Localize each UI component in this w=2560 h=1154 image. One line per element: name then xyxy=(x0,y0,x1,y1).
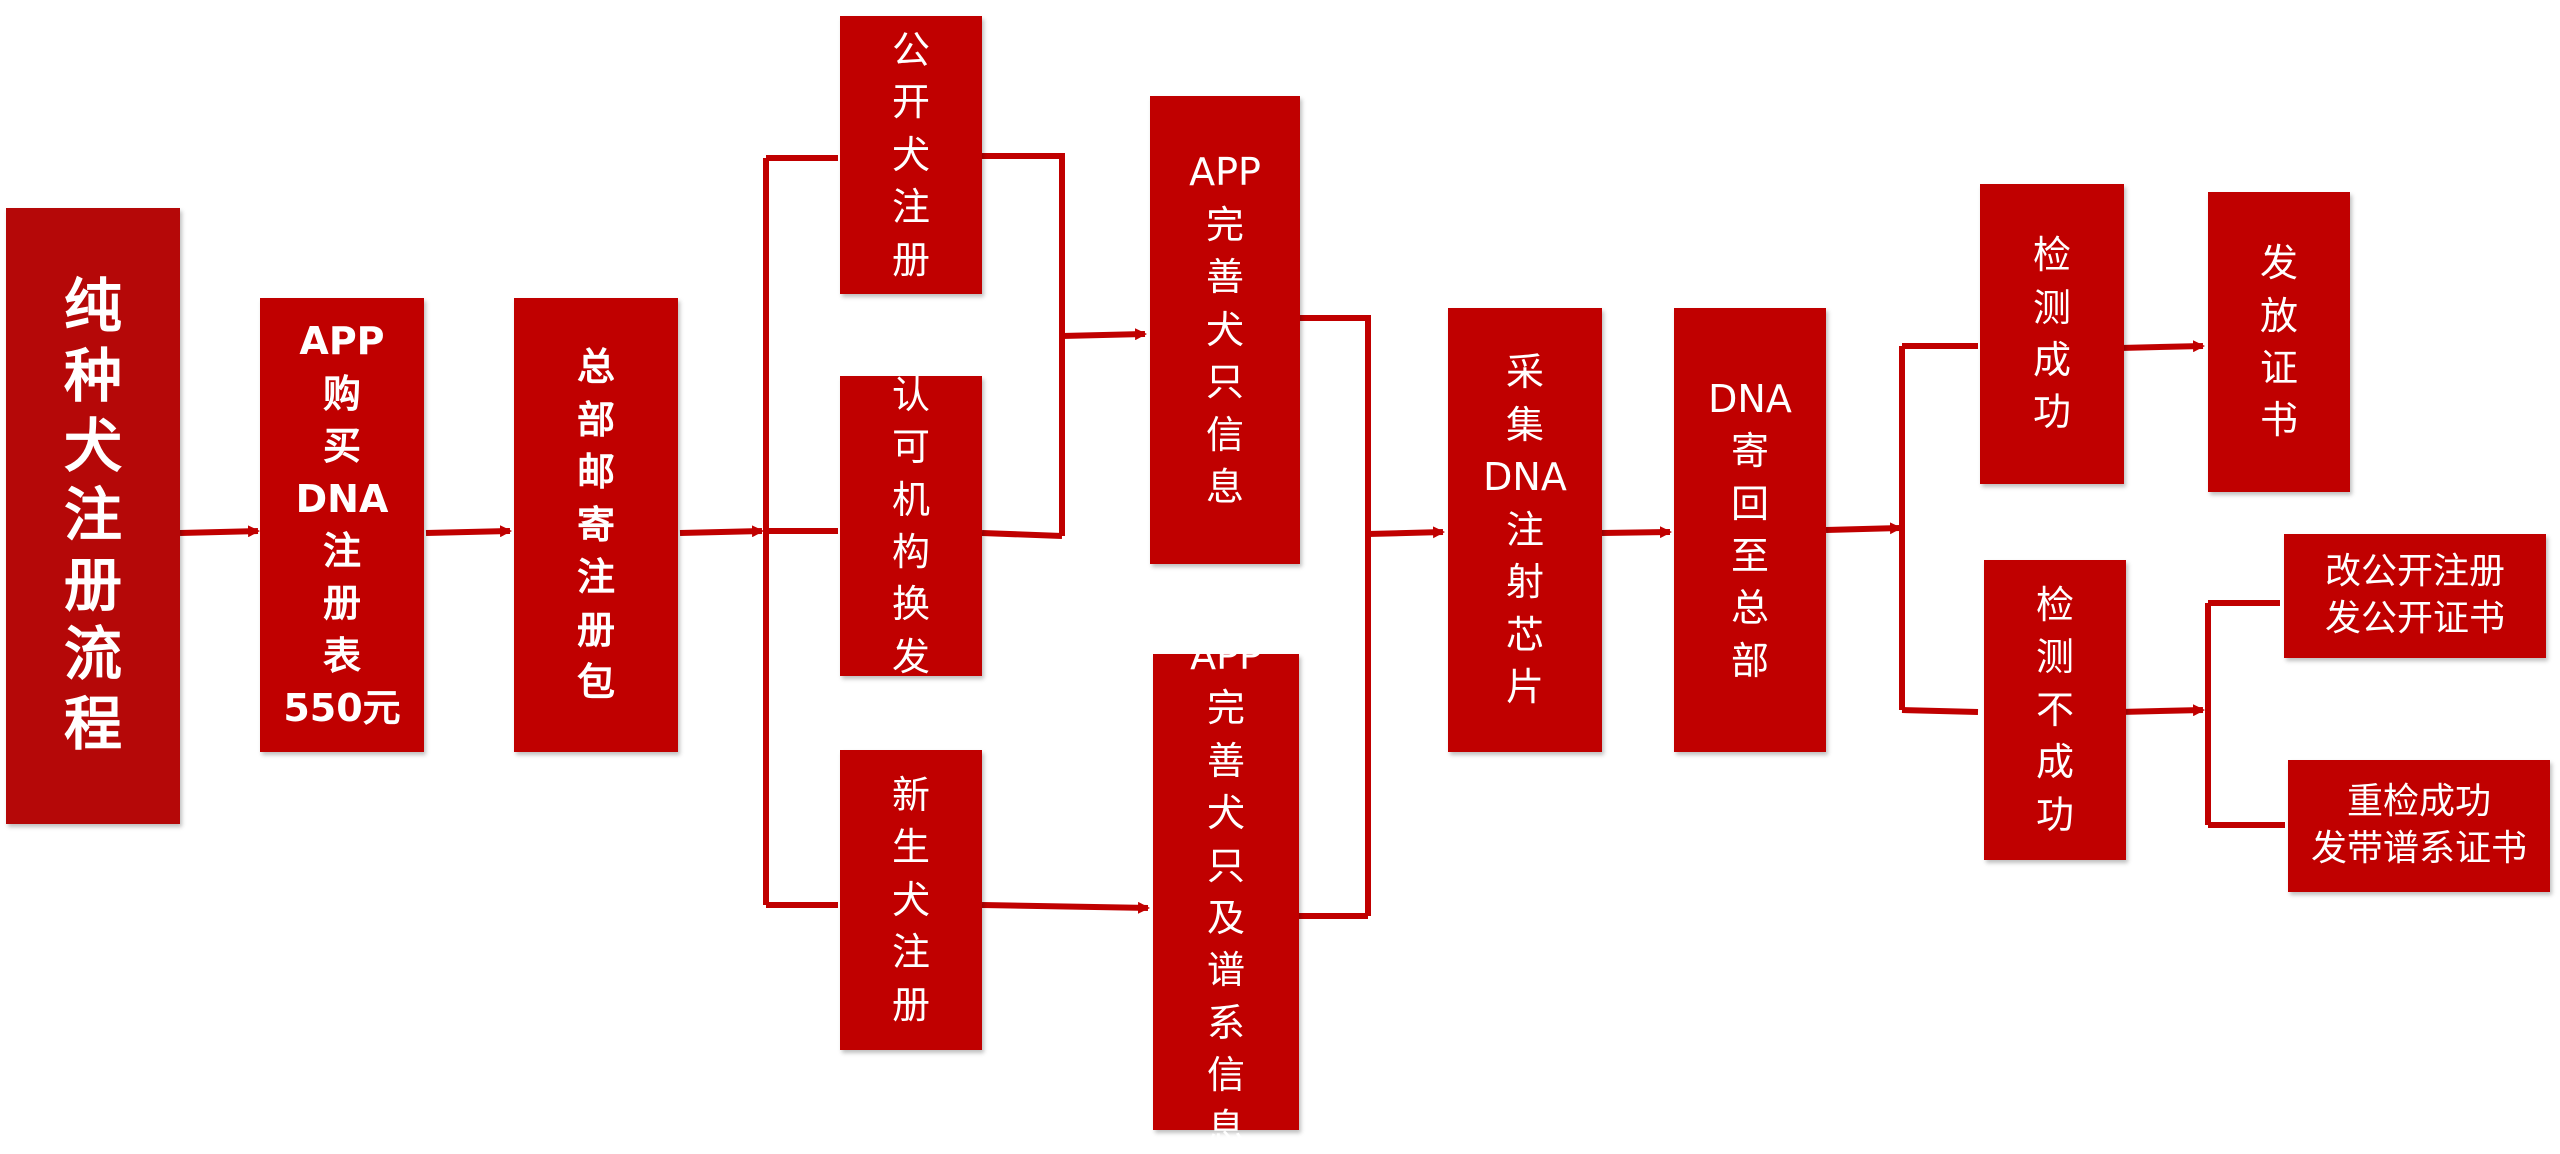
step-collect-label: 采 集 DNA 注 射 芯 片 xyxy=(1483,350,1567,710)
step-issue-certificate: 发 放 证 书 xyxy=(2208,192,2350,492)
step-hq-mail-package: 总 部 邮 寄 注 册 包 xyxy=(514,298,678,752)
step-newborn-registration: 新 生 犬 注 册 xyxy=(840,750,982,1050)
step-test-fail: 检 测 不 成 功 xyxy=(1984,560,2126,860)
step-success-label: 检 测 成 功 xyxy=(2032,233,2071,435)
step-fail-label: 检 测 不 成 功 xyxy=(2035,582,2074,837)
step-app-pedigree-label: APP 完 善 犬 只 及 谱 系 信 息 xyxy=(1190,633,1262,1150)
arrow-merge-to-app-info xyxy=(1061,328,1147,341)
arrow-buy-to-mail xyxy=(425,525,512,538)
step-app-pedigree-info: APP 完 善 犬 只 及 谱 系 信 息 xyxy=(1153,634,1299,1150)
step-public-registration: 公 开 犬 注 册 xyxy=(840,16,982,294)
step-mail-label: 总 部 邮 寄 注 册 包 xyxy=(576,345,615,705)
step-newborn-label: 新 生 犬 注 册 xyxy=(891,772,930,1027)
step-org-exchange: 认 可 机 构 换 发 xyxy=(840,373,982,679)
step-public-certificate: 改公开注册 发公开证书 xyxy=(2284,534,2546,658)
step-send-dna-hq: DNA 寄 回 至 总 部 xyxy=(1674,308,1826,752)
title-box: 纯 种 犬 注 册 流 程 xyxy=(6,208,180,824)
arrow-mail-to-branch xyxy=(679,525,764,538)
connector-public-out xyxy=(982,153,1065,536)
step-collect-dna-chip: 采 集 DNA 注 射 芯 片 xyxy=(1448,308,1602,752)
arrow-send-to-branch xyxy=(1825,522,1902,535)
step-public-label: 公 开 犬 注 册 xyxy=(891,27,930,282)
step-buy-label: APP 购 买 DNA 注 册 表 550元 xyxy=(283,319,401,731)
step-retest-pedigree-certificate: 重检成功 发带谱系证书 xyxy=(2288,760,2550,892)
step-buy-app-dna-form: APP 购 买 DNA 注 册 表 550元 xyxy=(260,298,424,752)
arrow-newborn-to-app-pedigree xyxy=(981,901,1150,914)
flow-title: 纯 种 犬 注 册 流 程 xyxy=(63,272,122,758)
step-org-label: 认 可 机 构 换 发 xyxy=(891,372,930,679)
arrow-merge-to-collect xyxy=(1367,526,1445,539)
step-test-success: 检 测 成 功 xyxy=(1980,184,2124,484)
connector-trunk-to-fail xyxy=(1901,707,1979,715)
arrow-success-to-issue xyxy=(2119,340,2205,353)
step-issue-label: 发 放 证 书 xyxy=(2259,241,2298,443)
step-send-label: DNA 寄 回 至 总 部 xyxy=(1708,376,1792,683)
connector-org-out xyxy=(981,530,1063,539)
arrow-title-to-buy xyxy=(179,525,260,538)
step-app-dog-info: APP 完 善 犬 只 信 息 xyxy=(1150,96,1300,564)
step-public-cert-label: 改公开注册 发公开证书 xyxy=(2324,551,2505,639)
arrow-fail-to-branch xyxy=(2119,704,2205,717)
step-app-info-label: APP 完 善 犬 只 信 息 xyxy=(1189,150,1261,510)
arrow-collect-to-send xyxy=(1601,526,1672,539)
step-retest-label: 重检成功 发带谱系证书 xyxy=(2310,781,2527,869)
connector-app-info-out xyxy=(1300,315,1371,916)
